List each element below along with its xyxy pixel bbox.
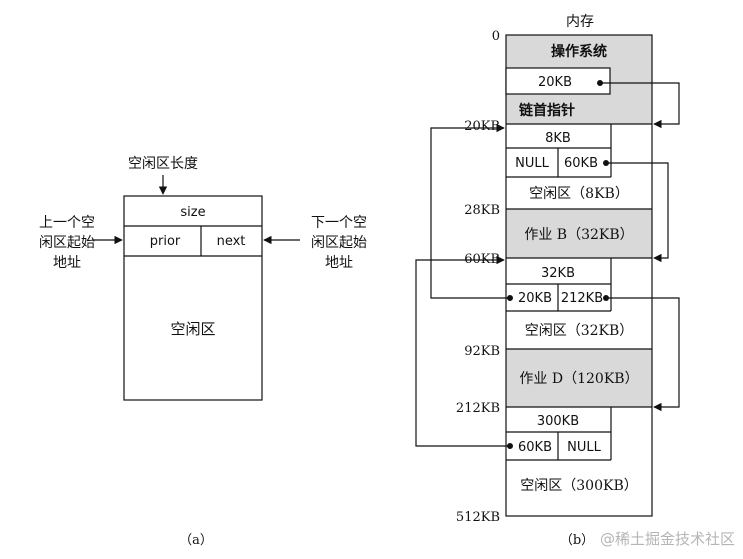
job-b-region: [506, 209, 652, 258]
next-desc-line2: 闲区起始: [311, 235, 367, 251]
os-pointer-value: 20KB: [538, 75, 572, 90]
free3-prior-arrow: [415, 255, 510, 447]
address-92kb: 92KB: [464, 344, 500, 359]
address-212kb: 212KB: [456, 401, 500, 416]
address-512kb: 512KB: [456, 510, 500, 525]
job-b-label: 作业 B（32KB）: [524, 227, 633, 243]
prior-desc-line3: 地址: [53, 255, 81, 271]
os-label: 操作系统: [551, 43, 607, 60]
free3-size: 300KB: [537, 414, 579, 429]
chain-head-arrow: [600, 82, 680, 129]
size-field: size: [180, 205, 205, 220]
free-block-outline: [123, 195, 263, 401]
free1-next-arrow: [606, 162, 669, 263]
address-0: 0: [492, 29, 500, 44]
free3-next: NULL: [567, 440, 601, 455]
free2-next: 212KB: [561, 291, 603, 306]
memory-column: [505, 34, 653, 517]
prior-desc-line1: 上一个空: [39, 215, 95, 231]
free2-size: 32KB: [541, 266, 575, 281]
os-pointer-cell: [505, 67, 611, 95]
job-d-region: [506, 349, 652, 407]
free-area-label: 空闲区: [170, 320, 215, 338]
free2-next-arrow: [606, 297, 680, 412]
free1-label: 空闲区（8KB）: [529, 186, 629, 202]
free3-label: 空闲区（300KB）: [520, 478, 637, 494]
free3-prior: 60KB: [518, 440, 552, 455]
address-28kb: 28KB: [464, 203, 500, 218]
chain-head-label: 链首指针: [519, 102, 575, 119]
watermark: @稀土掘金技术社区: [600, 530, 735, 548]
free-length-label: 空闲区长度: [128, 156, 198, 172]
free1-size: 8KB: [545, 131, 571, 146]
caption-a: （a）: [179, 533, 213, 548]
free1-prior: NULL: [515, 156, 549, 171]
prior-field: prior: [150, 234, 181, 249]
figure-b: 内存 0 20KB 28KB 60KB 92: [415, 14, 680, 548]
job-d-label: 作业 D（120KB）: [519, 371, 638, 387]
address-20kb: 20KB: [464, 119, 500, 134]
free2-prior-arrow: [430, 123, 510, 299]
free2-prior: 20KB: [518, 291, 552, 306]
next-field: next: [217, 234, 246, 249]
next-desc-line1: 下一个空: [311, 215, 367, 231]
free2-label: 空闲区（32KB）: [525, 323, 634, 339]
free1-next: 60KB: [564, 156, 598, 171]
next-desc-line3: 地址: [325, 255, 353, 271]
memory-title: 内存: [566, 14, 594, 30]
prior-desc-line2: 闲区起始: [39, 235, 95, 251]
figure-a: 空闲区长度 size prior next 空闲区 上一个空 闲区起始 地址 下…: [39, 156, 367, 548]
caption-b: （b）: [560, 533, 594, 548]
